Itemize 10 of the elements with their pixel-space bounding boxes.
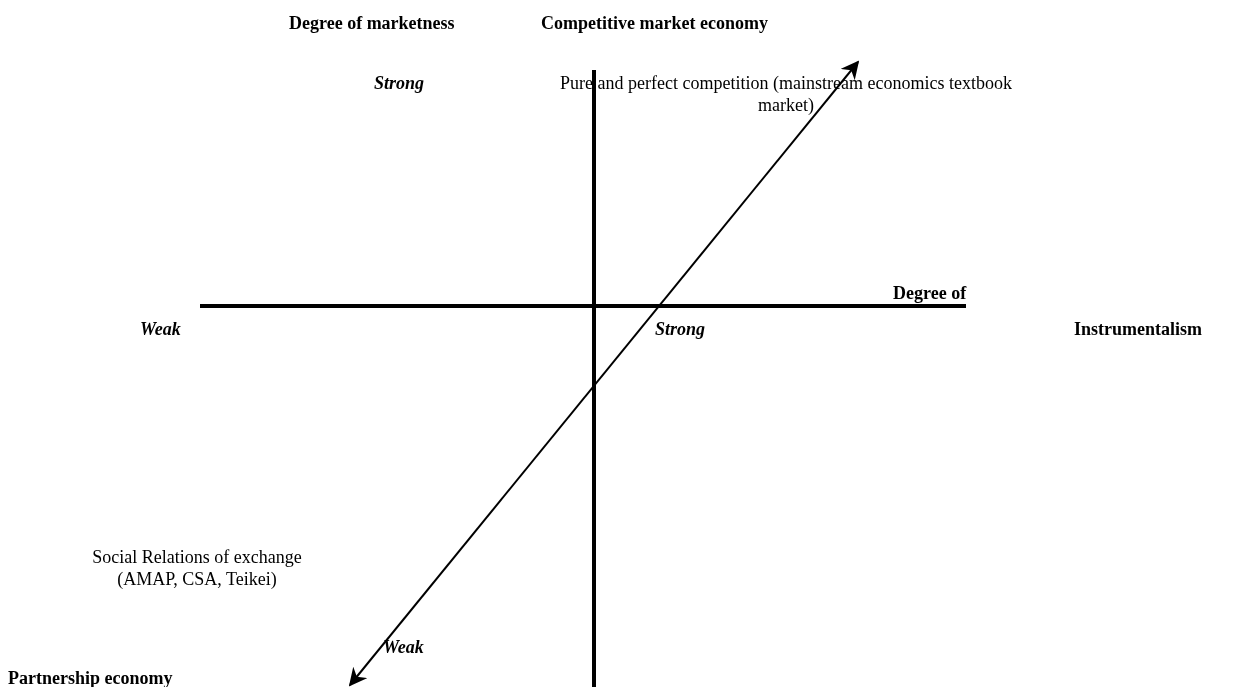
axis-title: Degree of marketness [289,12,455,34]
pole-label: Competitive market economy [541,12,768,34]
pole-label: Partnership economy [8,667,173,687]
annotation-text: Social Relations of exchange (AMAP, CSA, Teikei) [91,546,303,590]
axis-title: Degree of [893,282,967,304]
scale-label: Strong [374,72,425,94]
axis-title: Instrumentalism [1074,318,1202,340]
scale-label: Weak [140,318,181,340]
scale-label: Strong [655,318,706,340]
scale-label: Weak [383,636,424,658]
